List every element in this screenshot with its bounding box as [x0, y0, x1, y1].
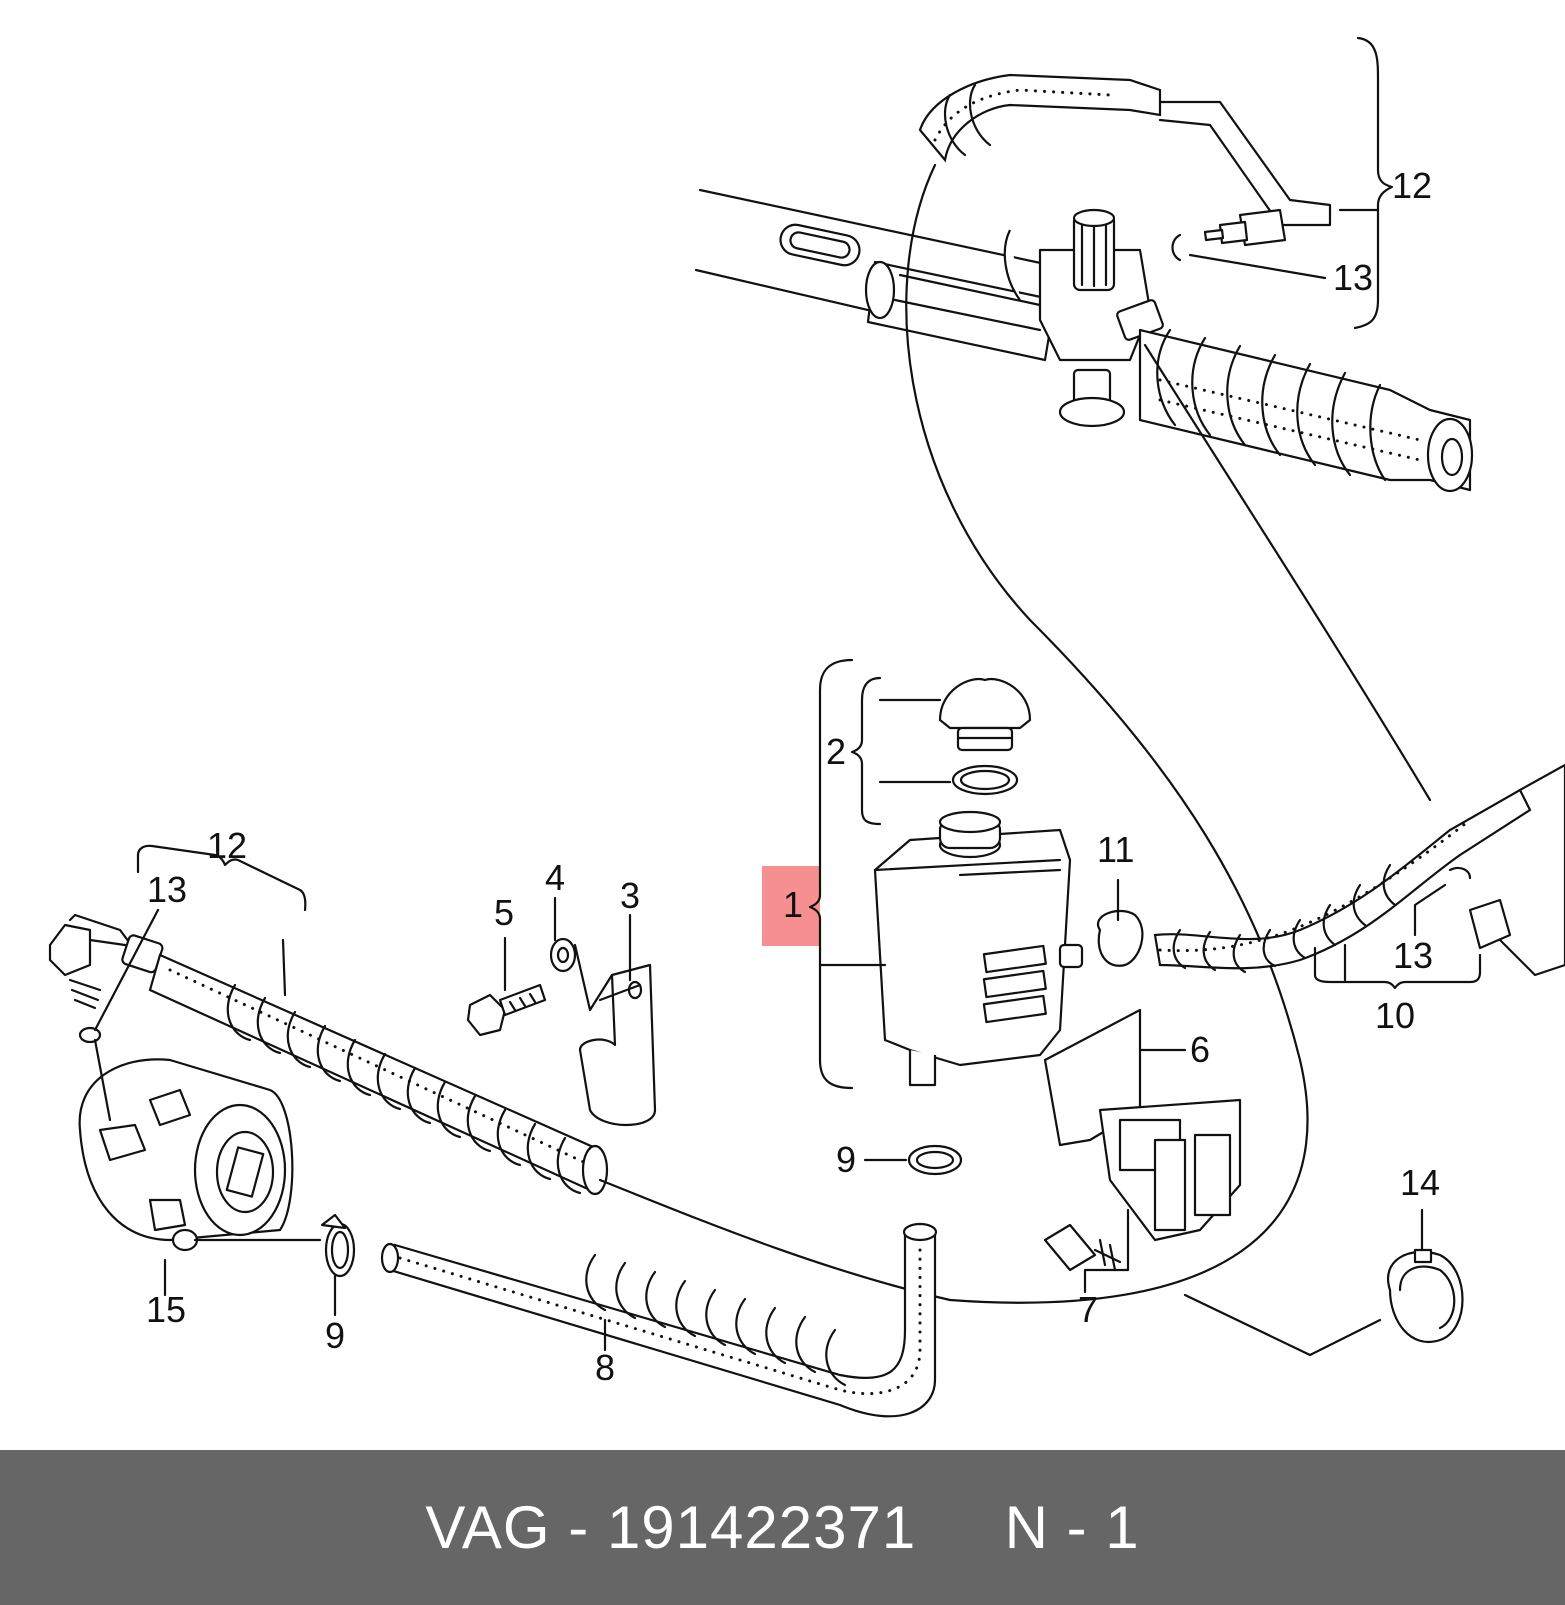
- leader-lines: [93, 36, 1482, 1357]
- callout-12-left: 12: [207, 825, 247, 866]
- exploded-view-drawing: 12 13 2 1 11 13 10 6 9 14 7 12 13 5 4 3 …: [48, 36, 1565, 1418]
- callout-5: 5: [494, 892, 514, 933]
- hose-clamp-9-center: [907, 1144, 963, 1176]
- callout-13-right: 13: [1393, 935, 1433, 976]
- bolt-washer-bracket: [466, 937, 657, 1127]
- rack-boot: [1138, 328, 1474, 493]
- callout-10: 10: [1375, 995, 1415, 1036]
- right-return-hose: [1096, 763, 1565, 977]
- steering-rack: [694, 188, 1164, 428]
- parts-diagram: 12 13 2 1 11 13 10 6 9 14 7 12 13 5 4 3 …: [48, 36, 1565, 1418]
- diagram-position: N - 1: [1004, 1494, 1140, 1561]
- callout-4: 4: [545, 857, 565, 898]
- part-number-footer: VAG - 191422371 N - 1: [0, 1450, 1565, 1605]
- callout-13-left: 13: [147, 869, 187, 910]
- callout-12-top: 12: [1392, 165, 1432, 206]
- brand-separator: -: [550, 1494, 607, 1561]
- reservoir-cap: [938, 677, 1032, 796]
- callout-11: 11: [1097, 829, 1134, 870]
- callout-9-left: 9: [325, 1315, 345, 1356]
- callout-7: 7: [1078, 1289, 1098, 1330]
- callout-15: 15: [146, 1289, 186, 1330]
- left-pressure-line: [48, 913, 952, 1302]
- suction-hose: [380, 1222, 938, 1418]
- callout-1: 1: [783, 884, 803, 925]
- part-number: 191422371: [606, 1494, 917, 1561]
- return-line-curve: [905, 163, 1309, 1304]
- power-steering-pump: [78, 1058, 294, 1252]
- callout-labels: 12 13 2 1 11 13 10 6 9 14 7 12 13 5 4 3 …: [146, 165, 1440, 1388]
- top-pressure-line: [918, 73, 1332, 262]
- callout-8: 8: [595, 1347, 615, 1388]
- callout-9-center: 9: [836, 1139, 856, 1180]
- mounting-bracket: [1043, 1008, 1242, 1272]
- hose-clamp-14: [1387, 1248, 1464, 1343]
- brand-label: VAG: [425, 1494, 551, 1561]
- callout-14: 14: [1400, 1162, 1440, 1203]
- hose-clamp-9-left: [320, 1213, 356, 1278]
- fluid-reservoir: [873, 810, 1084, 1087]
- footer-gap: [916, 1494, 1004, 1561]
- callout-2: 2: [826, 731, 846, 772]
- part-reference-text: VAG - 191422371 N - 1: [425, 1493, 1139, 1562]
- callout-6: 6: [1190, 1029, 1210, 1070]
- callout-13-top: 13: [1333, 257, 1373, 298]
- callout-3: 3: [620, 875, 640, 916]
